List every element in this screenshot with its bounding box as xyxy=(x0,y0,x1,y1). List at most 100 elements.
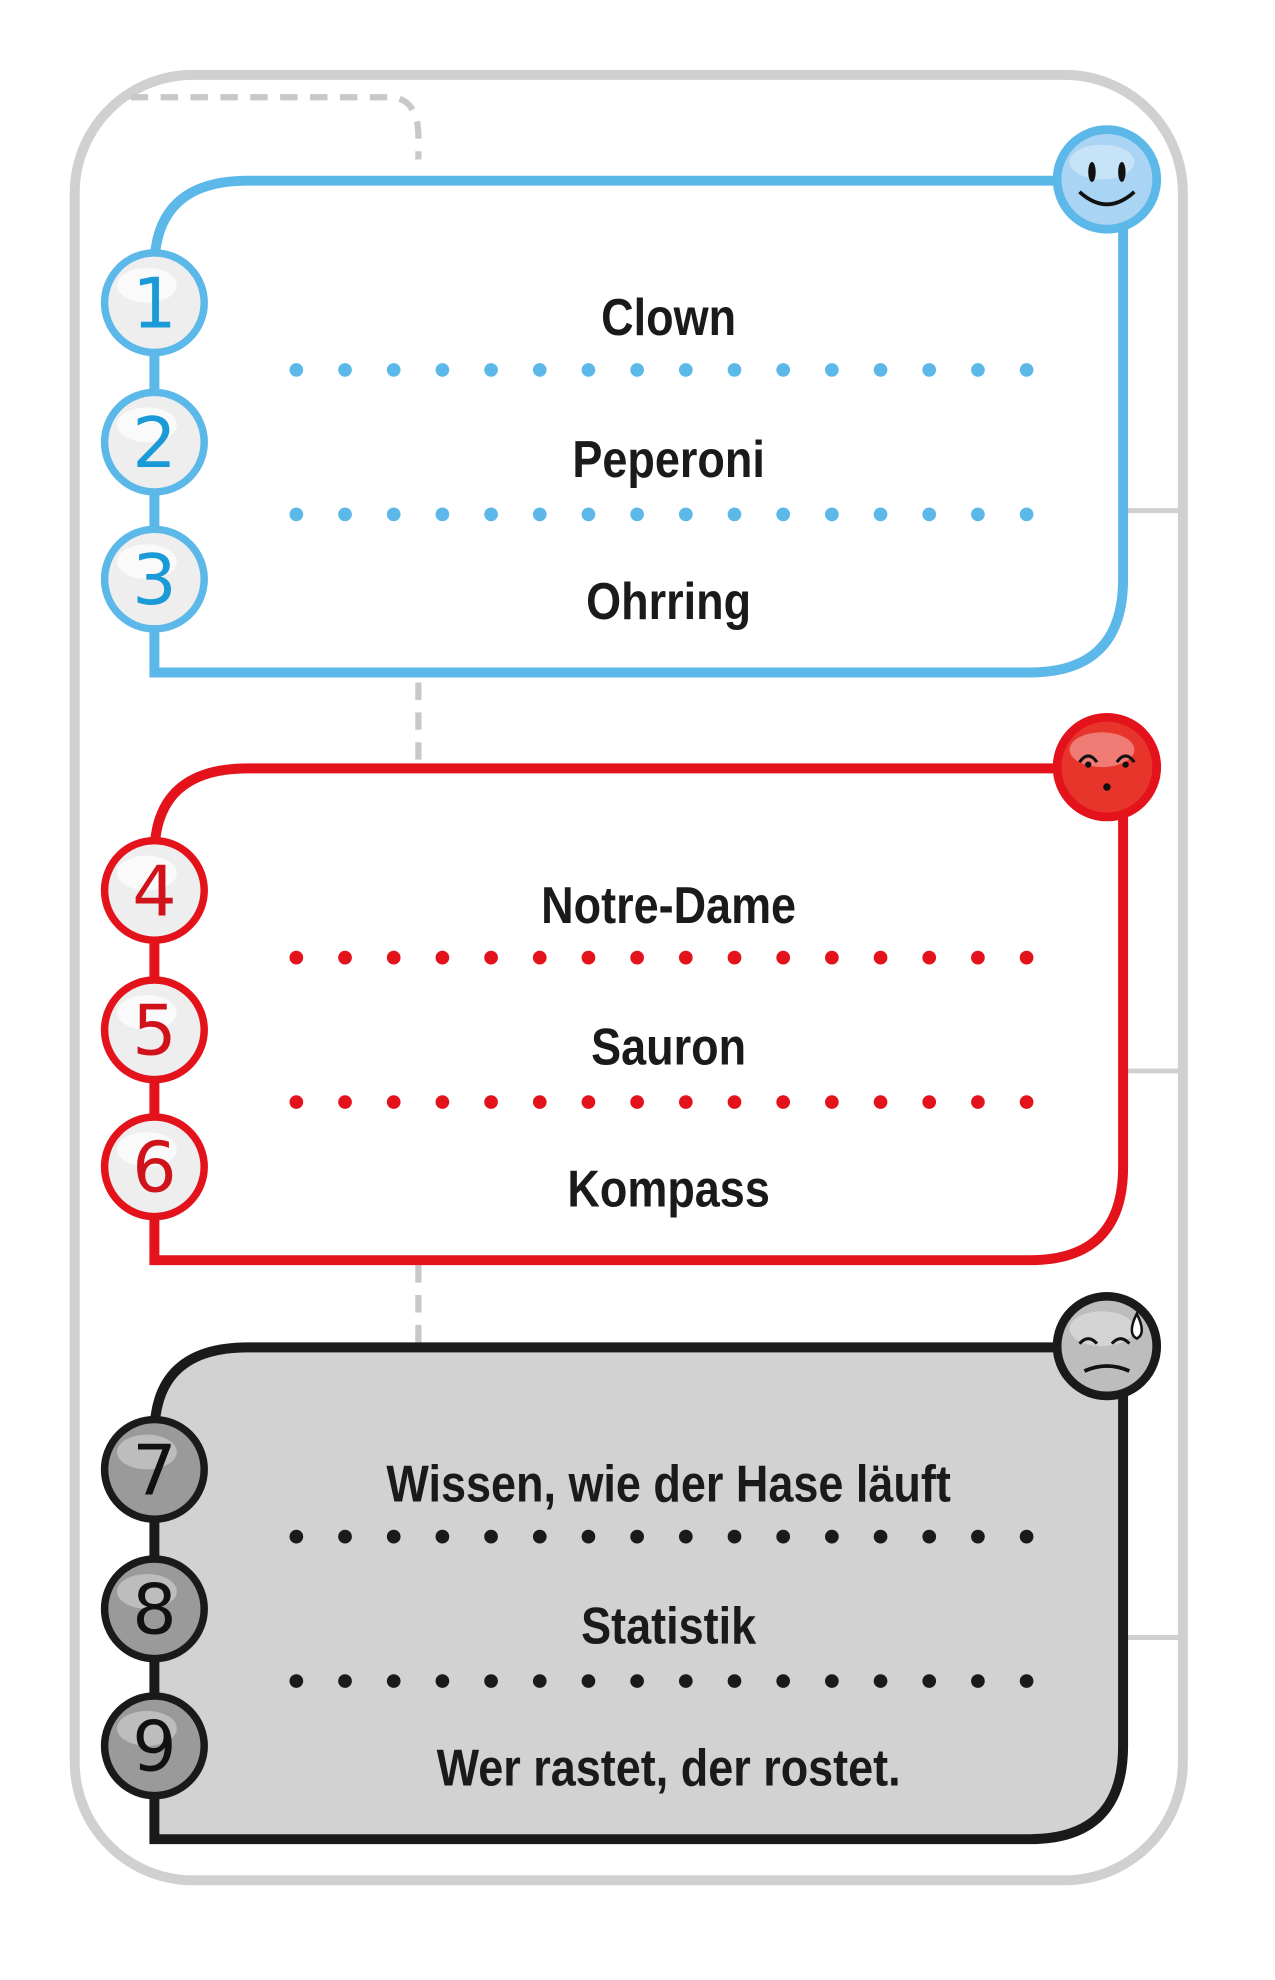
separator-dot xyxy=(776,1674,791,1688)
separator-dot xyxy=(338,363,352,377)
number-badge: 4 xyxy=(100,836,208,944)
separator-dot xyxy=(581,1529,596,1544)
separator-dot xyxy=(289,950,304,965)
separator-dot xyxy=(776,1529,791,1544)
item-number: 5 xyxy=(132,991,176,1072)
separator-dot xyxy=(581,363,596,377)
separator-dot xyxy=(727,363,742,377)
separator-dot xyxy=(581,1674,596,1688)
separator-dot xyxy=(922,1095,937,1109)
number-badge: 3 xyxy=(100,525,208,633)
separator-dot xyxy=(727,1529,742,1544)
item-number: 8 xyxy=(132,1570,176,1651)
item-label: Clown xyxy=(601,289,736,347)
item-number: 1 xyxy=(132,264,176,345)
separator-dot xyxy=(825,507,839,522)
separator-dot xyxy=(532,1095,547,1109)
separator-dot xyxy=(532,507,547,522)
separator-dot xyxy=(386,1674,401,1688)
separator-dot xyxy=(727,507,742,522)
number-badge: 5 xyxy=(100,976,208,1084)
number-badge: 7 xyxy=(100,1415,208,1523)
number-badge: 2 xyxy=(100,388,208,496)
separator-dot xyxy=(1019,950,1034,965)
number-badge: 8 xyxy=(100,1555,208,1663)
separator-dot xyxy=(776,363,791,377)
separator-dot xyxy=(386,1095,401,1109)
item-number: 6 xyxy=(132,1128,176,1209)
separator-dot xyxy=(435,1095,450,1109)
separator-dot xyxy=(1019,363,1034,377)
separator-dot xyxy=(435,1529,450,1544)
separator-dot xyxy=(971,1674,985,1688)
item-label: Wissen, wie der Hase läuft xyxy=(386,1456,950,1514)
separator-dot xyxy=(873,363,888,377)
group-red: 4 Notre-Dame 5 Sauron 6 Kompass xyxy=(100,712,1162,1266)
separator-dot xyxy=(435,363,450,377)
separator-dot xyxy=(630,950,644,965)
separator-dot xyxy=(825,950,839,965)
separator-dot xyxy=(386,507,401,522)
separator-dot xyxy=(435,507,450,522)
separator-dot xyxy=(630,1095,644,1109)
item-label: Ohrring xyxy=(586,573,751,631)
separator-dot xyxy=(678,1674,693,1688)
separator-dot xyxy=(386,1529,401,1544)
separator-dot xyxy=(386,363,401,377)
separator-dot xyxy=(678,363,693,377)
item-label: Kompass xyxy=(567,1161,769,1219)
separator-dot xyxy=(727,1095,742,1109)
separator-dot xyxy=(435,950,450,965)
separator-dot xyxy=(484,950,498,965)
number-badge: 6 xyxy=(100,1113,208,1221)
separator-dot xyxy=(678,507,693,522)
separator-dot xyxy=(289,1095,304,1109)
separator-dot xyxy=(971,1529,985,1544)
separator-dot xyxy=(484,1674,498,1688)
separator-dot xyxy=(678,950,693,965)
separator-dot xyxy=(922,363,937,377)
separator-dot xyxy=(776,950,791,965)
separator-dot xyxy=(825,1529,839,1544)
separator-dot xyxy=(727,950,742,965)
item-number: 7 xyxy=(132,1430,176,1511)
separator-dot xyxy=(971,507,985,522)
separator-dot xyxy=(289,1674,304,1688)
outer-frame xyxy=(69,69,1188,1886)
item-label: Peperoni xyxy=(572,431,764,489)
separator-dot xyxy=(630,507,644,522)
separator-dot xyxy=(289,1529,304,1544)
separator-dot xyxy=(873,1095,888,1109)
separator-dot xyxy=(532,1529,547,1544)
separator-dot xyxy=(532,363,547,377)
separator-dot xyxy=(727,1674,742,1688)
item-label: Wer rastet, der rostet. xyxy=(437,1740,901,1798)
separator-dot xyxy=(825,1095,839,1109)
separator-dot xyxy=(338,507,352,522)
separator-dot xyxy=(873,1529,888,1544)
item-label: Notre-Dame xyxy=(541,877,796,935)
separator-dot xyxy=(630,1529,644,1544)
separator-dot xyxy=(338,1674,352,1688)
separator-dot xyxy=(484,507,498,522)
separator-dot xyxy=(484,1529,498,1544)
separator-dot xyxy=(1019,1674,1034,1688)
group-blue: 1 Clown 2 Peperoni 3 Ohrring xyxy=(100,125,1162,678)
item-number: 3 xyxy=(132,540,176,621)
separator-dot xyxy=(532,1674,547,1688)
item-number: 4 xyxy=(132,851,176,932)
item-label: Sauron xyxy=(591,1019,746,1077)
frame-ticks xyxy=(1126,508,1181,1640)
separator-dot xyxy=(776,507,791,522)
separator-dot xyxy=(581,507,596,522)
separator-dot xyxy=(630,363,644,377)
separator-dot xyxy=(386,950,401,965)
separator-dot xyxy=(873,950,888,965)
separator-dot xyxy=(922,950,937,965)
separator-dot xyxy=(825,1674,839,1688)
separator-dot xyxy=(873,1674,888,1688)
separator-dot xyxy=(922,1529,937,1544)
separator-dot xyxy=(1019,507,1034,522)
separator-dot xyxy=(338,1529,352,1544)
